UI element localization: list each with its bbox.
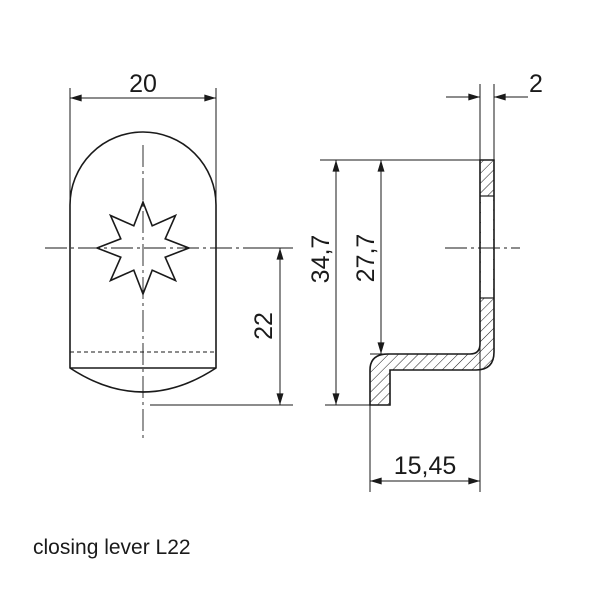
dim-width xyxy=(69,88,217,205)
dim-thickness-label: 2 xyxy=(529,70,543,98)
dim-inner-height xyxy=(370,160,390,355)
dim-center-to-bottom xyxy=(150,247,293,406)
dim-total-height-label: 34,7 xyxy=(307,235,335,284)
section-gap xyxy=(481,196,493,298)
dim-offset xyxy=(369,344,481,492)
dim-center-to-bottom-label: 22 xyxy=(250,312,278,340)
dim-thickness xyxy=(446,84,528,160)
lever-outline xyxy=(69,131,217,393)
caption: closing lever L22 xyxy=(33,536,191,559)
side-view xyxy=(369,159,520,406)
lever-section xyxy=(369,159,495,406)
dim-total-height xyxy=(320,159,480,406)
dim-inner-height-label: 27,7 xyxy=(352,234,380,283)
dim-offset-label: 15,45 xyxy=(394,452,457,480)
dim-width-label: 20 xyxy=(129,70,157,98)
front-view xyxy=(45,131,243,440)
